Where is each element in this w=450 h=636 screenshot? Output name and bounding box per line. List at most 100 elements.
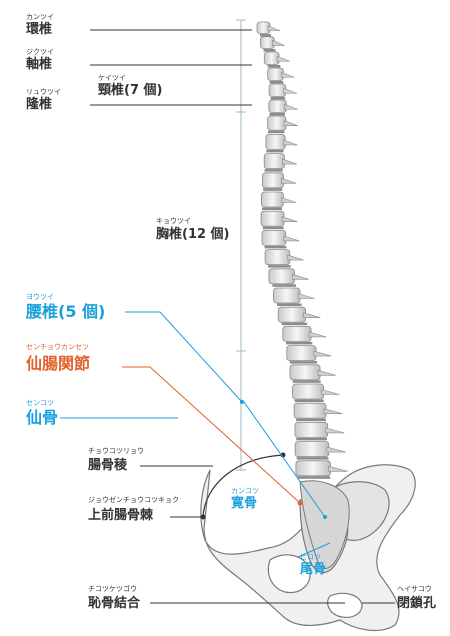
- spinous-process: [284, 236, 300, 241]
- atlas-label: 環椎: [26, 23, 52, 36]
- intervertebral-disc: [295, 400, 324, 403]
- coccyx-label: 尾骨: [300, 563, 326, 576]
- coccyx-reading: ビコツ: [300, 554, 321, 561]
- vertebra: [283, 326, 311, 341]
- cervical-label: 頸椎(7 個): [98, 84, 162, 97]
- vertebra: [269, 84, 286, 97]
- intervertebral-disc: [263, 188, 282, 191]
- sacrum-label: 仙骨: [26, 410, 58, 426]
- thoracic-reading: キョウツイ: [156, 218, 191, 225]
- sacroiliac-reading: センチョウカンセツ: [26, 344, 89, 351]
- vertebra: [296, 461, 331, 476]
- spinous-process: [304, 313, 321, 318]
- intervertebral-disc: [282, 323, 307, 326]
- intervertebral-disc: [265, 246, 287, 249]
- vertebra: [295, 442, 329, 457]
- intervertebral-disc: [271, 97, 286, 100]
- vertebra: [269, 100, 287, 113]
- intervertebral-disc: [270, 113, 286, 116]
- hip-bone-label: 寛骨: [231, 497, 257, 510]
- intervertebral-disc: [265, 169, 283, 172]
- intervertebral-disc: [260, 34, 271, 37]
- cervical-reading: ケイツイ: [98, 75, 126, 82]
- spinous-process: [282, 159, 296, 164]
- vertebra: [264, 154, 284, 169]
- spinous-process: [281, 197, 296, 202]
- asis-reading: ジョウゼンチョウコツキョク: [88, 497, 179, 504]
- spinous-process: [284, 121, 298, 126]
- axis-reading: ジクツイ: [26, 49, 54, 56]
- vertebra: [265, 250, 290, 265]
- pubic-symphysis-label: 恥骨結合: [88, 597, 140, 610]
- spinous-process: [314, 351, 331, 356]
- intervertebral-disc: [268, 265, 291, 268]
- spinous-process: [327, 447, 346, 452]
- spinous-process: [268, 26, 280, 31]
- asis-label: 上前腸骨棘: [88, 509, 153, 522]
- spinous-process: [281, 72, 294, 77]
- intervertebral-disc: [263, 227, 284, 230]
- vertebra: [262, 230, 286, 245]
- intervertebral-disc: [297, 457, 329, 460]
- spinous-process: [283, 140, 297, 145]
- intervertebral-disc: [296, 419, 326, 422]
- spinous-process: [326, 428, 345, 433]
- intervertebral-disc: [277, 304, 302, 307]
- spinous-process: [272, 40, 284, 45]
- intervertebral-disc: [290, 361, 317, 364]
- sacrum-reading: センコツ: [26, 400, 54, 407]
- vertebra: [261, 192, 283, 207]
- hip-bone-reading: カンコツ: [231, 488, 259, 495]
- vertebra: [266, 134, 285, 149]
- spinous-process: [282, 217, 297, 222]
- vertebra: [261, 211, 284, 226]
- spinous-process: [282, 178, 297, 183]
- vertebra: [262, 173, 283, 188]
- atlas-reading: カンツイ: [26, 14, 54, 21]
- vertebra: [294, 403, 326, 418]
- spinous-process: [318, 370, 336, 375]
- vertebra: [287, 346, 316, 361]
- obturator-reading: ヘイサコウ: [397, 586, 432, 593]
- lumbar-label: 腰椎(5 個): [26, 304, 105, 320]
- intervertebral-disc: [296, 438, 327, 441]
- axis-label: 軸椎: [26, 58, 52, 71]
- intervertebral-disc: [264, 49, 276, 52]
- vertebra: [290, 365, 320, 380]
- vertebra: [269, 269, 295, 284]
- intervertebral-disc: [268, 65, 281, 68]
- intervertebral-disc: [293, 380, 321, 383]
- vertebra: [278, 307, 305, 322]
- spinous-process: [288, 255, 304, 260]
- intervertebral-disc: [286, 342, 312, 345]
- iliac-crest-label: 腸骨稜: [88, 459, 127, 472]
- pubic-symphysis-reading: チコツケツゴウ: [88, 586, 137, 593]
- intervertebral-disc: [266, 150, 283, 153]
- intervertebral-disc: [270, 81, 284, 84]
- intervertebral-disc: [272, 284, 296, 287]
- lumbar-reading: ヨウツイ: [26, 294, 54, 301]
- obturator-label: 閉鎖孔: [397, 597, 436, 610]
- spinous-process: [309, 332, 326, 337]
- vertebra: [293, 384, 324, 399]
- vertebra: [295, 422, 328, 437]
- vertebra: [268, 116, 286, 130]
- spinous-process: [324, 409, 342, 414]
- spinous-process: [277, 56, 290, 61]
- thoracic-label: 胸椎(12 個): [156, 228, 230, 241]
- spinous-process: [322, 389, 340, 394]
- spinous-process: [284, 104, 298, 109]
- vertebra: [268, 68, 284, 81]
- intervertebral-disc: [262, 208, 282, 211]
- prominens-reading: リュウツイ: [26, 89, 61, 96]
- intervertebral-disc: [298, 476, 331, 479]
- iliac-crest-reading: チョウコツリョウ: [88, 448, 144, 455]
- spinous-process: [284, 88, 297, 93]
- spinous-process: [298, 293, 315, 298]
- intervertebral-disc: [268, 131, 284, 134]
- prominens-label: 隆椎: [26, 98, 52, 111]
- vertebra: [274, 288, 301, 303]
- spinous-process: [292, 274, 308, 279]
- sacroiliac-label: 仙腸関節: [26, 356, 90, 372]
